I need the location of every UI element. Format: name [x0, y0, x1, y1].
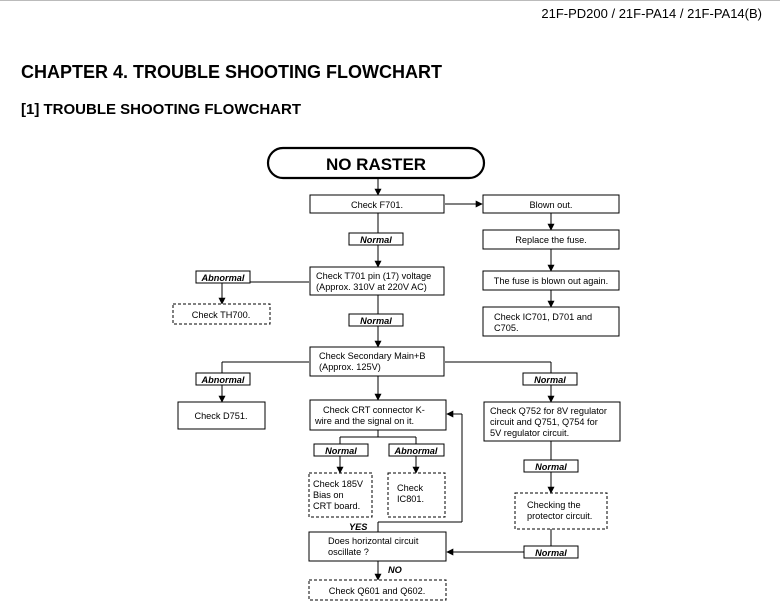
replace-fuse-box	[482, 229, 620, 250]
start-terminal	[266, 146, 486, 180]
check-q752-text-3: 5V regulator circuit.	[490, 428, 569, 438]
normal-label-1: Normal	[360, 235, 392, 245]
check-secondary-box	[309, 346, 445, 377]
abnormal-label-2: Abnormal	[201, 375, 245, 385]
start-text: NO RASTER	[326, 155, 426, 174]
blown-out-text: Blown out.	[530, 200, 573, 210]
check-t701-text-2: (Approx. 310V at 220V AC)	[316, 282, 427, 292]
horizontal-osc-text-1: Does horizontal circuit	[328, 536, 419, 546]
check-th700-box	[172, 303, 271, 325]
horizontal-osc-text-2: oscillate ?	[328, 547, 369, 557]
check-ic701-text-1: Check IC701, D701 and	[494, 312, 592, 322]
chapter-title: CHAPTER 4. TROUBLE SHOOTING FLOWCHART	[21, 62, 442, 82]
check-ic801-box	[387, 472, 446, 518]
abnormal-label-box-3	[388, 443, 445, 457]
check-d751-text: Check D751.	[194, 411, 247, 421]
abnormal-label-box-2	[195, 372, 251, 386]
check-secondary-text-1: Check Secondary Main+B	[319, 351, 425, 361]
check-d751-box	[177, 401, 266, 430]
normal-label-box-6	[523, 545, 579, 559]
check-q601-box	[308, 579, 447, 601]
check-th700-text: Check TH700.	[192, 310, 251, 320]
horizontal-osc-box	[308, 531, 447, 562]
check-185v-text-1: Check 185V	[313, 479, 364, 489]
normal-label-4: Normal	[325, 446, 357, 456]
normal-label-box-1	[348, 232, 404, 246]
check-f701-box	[309, 194, 445, 214]
section-title: [1] TROUBLE SHOOTING FLOWCHART	[21, 101, 301, 118]
check-185v-text-2: Bias on	[313, 490, 344, 500]
check-q752-text-1: Check Q752 for 8V regulator	[490, 406, 607, 416]
check-q752-box	[483, 401, 621, 442]
replace-fuse-text: Replace the fuse.	[515, 235, 587, 245]
yes-label: YES	[349, 522, 368, 532]
check-t701-text-1: Check T701 pin (17) voltage	[316, 271, 431, 281]
checking-protector-box	[514, 492, 608, 530]
check-secondary-text-2: (Approx. 125V)	[319, 362, 381, 372]
check-ic801-text-2: IC801.	[397, 494, 424, 504]
check-crt-text-1: Check CRT connector K-	[323, 405, 425, 415]
normal-label-6: Normal	[535, 548, 567, 558]
fuse-blown-again-box	[482, 270, 620, 291]
check-f701-text: Check F701.	[351, 200, 403, 210]
check-ic801-text-1: Check	[397, 483, 423, 493]
header-rule	[0, 0, 780, 1]
check-185v-text-3: CRT board.	[313, 501, 360, 511]
check-q601-text: Check Q601 and Q602.	[329, 586, 426, 596]
checking-protector-text-2: protector circuit.	[527, 511, 592, 521]
abnormal-label-box-1	[195, 270, 251, 284]
normal-label-3: Normal	[534, 375, 566, 385]
check-ic701-box	[482, 306, 620, 337]
check-185v-box	[308, 472, 373, 518]
normal-label-5: Normal	[535, 462, 567, 472]
normal-label-box-3	[522, 372, 578, 386]
fuse-blown-again-text: The fuse is blown out again.	[494, 276, 608, 286]
check-ic701-text-2: C705.	[494, 323, 519, 333]
checking-protector-text-1: Checking the	[527, 500, 581, 510]
abnormal-label-1: Abnormal	[201, 273, 245, 283]
normal-label-2: Normal	[360, 316, 392, 326]
check-q752-text-2: circuit and Q751, Q754 for	[490, 417, 598, 427]
normal-label-box-2	[348, 313, 404, 327]
connectors	[218, 178, 555, 581]
model-number: 21F-PD200 / 21F-PA14 / 21F-PA14(B)	[541, 6, 762, 21]
check-t701-box	[309, 266, 445, 296]
normal-label-box-5	[523, 459, 579, 473]
abnormal-label-3: Abnormal	[394, 446, 438, 456]
no-label: NO	[388, 565, 402, 575]
check-crt-text-2: wire and the signal on it.	[314, 416, 414, 426]
check-crt-box	[309, 399, 447, 431]
normal-label-box-4	[313, 443, 369, 457]
blown-out-box	[482, 194, 620, 214]
